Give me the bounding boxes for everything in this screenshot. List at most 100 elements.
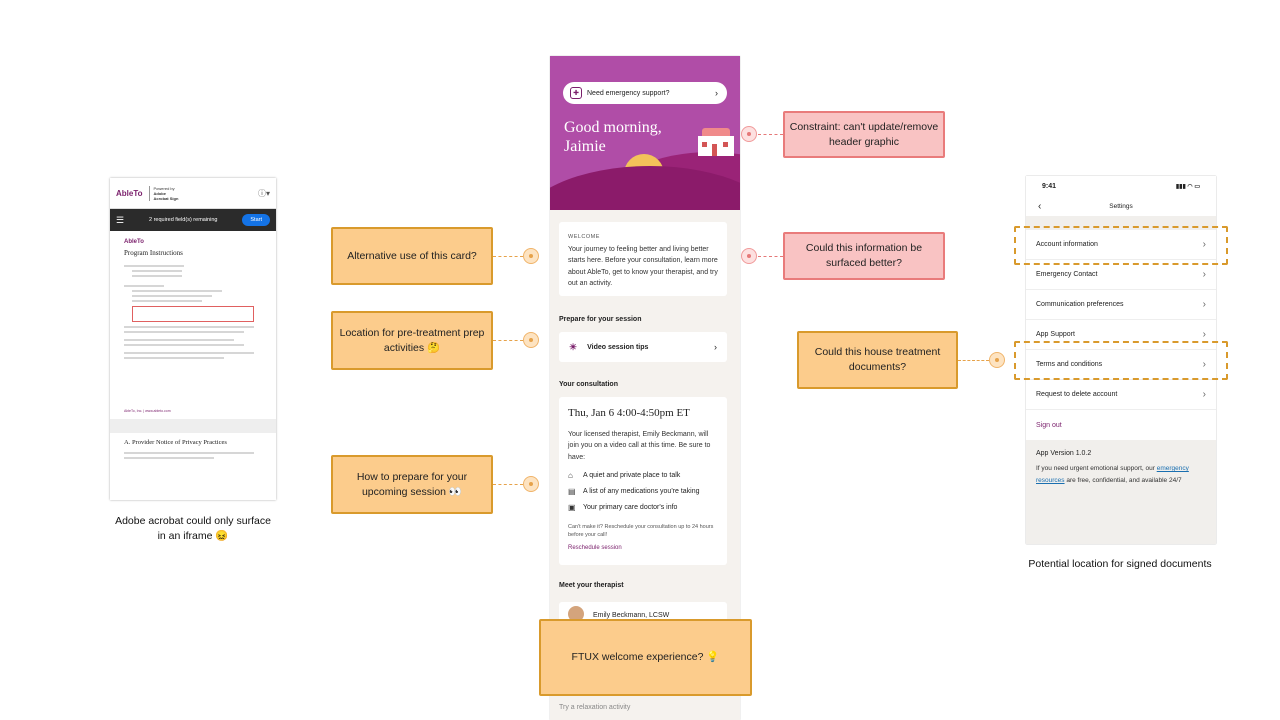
home-screen: ✚ Need emergency support? › Good morning… bbox=[550, 56, 740, 720]
marker-dot bbox=[523, 476, 539, 492]
welcome-kicker: WELCOME bbox=[568, 234, 600, 240]
marker-dot bbox=[523, 248, 539, 264]
emergency-label: Need emergency support? bbox=[587, 89, 670, 97]
doc-section-title: A. Provider Notice of Privacy Practices bbox=[124, 439, 227, 446]
start-button[interactable]: Start bbox=[242, 214, 270, 226]
doc-line bbox=[132, 270, 182, 272]
acrobat-header: AbleTo Powered by Adobe Acrobat Sign ⓘ▾ bbox=[110, 178, 276, 209]
doc-line bbox=[132, 295, 212, 297]
marker-dot bbox=[989, 352, 1005, 368]
consultation-card: Thu, Jan 6 4:00-4:50pm ET Your licensed … bbox=[559, 397, 727, 565]
reschedule-note: Can't make it? Reschedule your consultat… bbox=[568, 524, 714, 538]
doc-line bbox=[124, 357, 224, 359]
highlight-account-information bbox=[1014, 226, 1228, 265]
settings-nav: ‹ Settings bbox=[1026, 196, 1216, 216]
connector-line bbox=[493, 484, 523, 485]
house-window bbox=[723, 142, 728, 147]
marker-dot bbox=[741, 126, 757, 142]
settings-footer: App Version 1.0.2 If you need urgent emo… bbox=[1026, 440, 1216, 544]
doc-line bbox=[124, 331, 244, 333]
welcome-card: WELCOME Your journey to feeling better a… bbox=[559, 222, 727, 296]
note-surfaced-better: Could this information be surfaced bette… bbox=[783, 232, 945, 280]
doc-line bbox=[124, 285, 164, 287]
doc-footer: AbleTo, Inc. | www.ableto.com bbox=[124, 409, 171, 413]
ableto-logo: AbleTo bbox=[116, 188, 143, 198]
doc-line bbox=[132, 275, 182, 277]
prep-item: ▤ A list of any medications you're takin… bbox=[568, 487, 700, 496]
chevron-right-icon: › bbox=[1202, 239, 1206, 250]
consultation-desc: Your licensed therapist, Emily Beckmann,… bbox=[568, 431, 711, 461]
chevron-right-icon: › bbox=[715, 88, 718, 98]
settings-row-emergency-contact[interactable]: Emergency Contact › bbox=[1026, 260, 1216, 290]
connector-line bbox=[758, 134, 783, 135]
clipboard-icon: ▤ bbox=[568, 487, 576, 496]
chevron-right-icon: › bbox=[1202, 389, 1206, 400]
doc-logo: AbleTo bbox=[124, 239, 144, 245]
caption-right: Potential location for signed documents bbox=[1028, 558, 1212, 570]
sign-out-link[interactable]: Sign out bbox=[1036, 421, 1062, 429]
doc-line bbox=[124, 352, 254, 354]
highlight-terms-and-conditions bbox=[1014, 341, 1228, 380]
status-time: 9:41 bbox=[1042, 182, 1057, 190]
document-body: AbleTo Program Instructions AbleTo, Inc.… bbox=[110, 231, 276, 470]
connector-line bbox=[493, 340, 523, 341]
therapist-section-title: Meet your therapist bbox=[559, 582, 624, 589]
reschedule-link[interactable]: Reschedule session bbox=[568, 545, 622, 551]
welcome-text: Your journey to feeling better and livin… bbox=[568, 246, 718, 288]
chevron-right-icon: › bbox=[1202, 359, 1206, 370]
note-ftux: FTUX welcome experience? 💡 bbox=[539, 619, 752, 696]
connector-line bbox=[493, 256, 523, 257]
chevron-right-icon: › bbox=[1202, 299, 1206, 310]
doc-line bbox=[132, 290, 222, 292]
hamburger-icon[interactable]: ☰ bbox=[116, 214, 125, 225]
highlighted-field[interactable] bbox=[132, 306, 254, 322]
house-door bbox=[712, 144, 717, 156]
note-alt-use-card: Alternative use of this card? bbox=[331, 227, 493, 285]
video-session-tips-item[interactable]: ☀ Video session tips › bbox=[559, 332, 727, 362]
note-constraint: Constraint: can't update/remove header g… bbox=[783, 111, 945, 158]
doc-title: Program Instructions bbox=[124, 249, 183, 257]
acrobat-action-bar: ☰ 2 required field(s) remaining Start bbox=[110, 209, 276, 231]
lightbulb-icon: ☀ bbox=[569, 341, 578, 352]
connector-line bbox=[758, 256, 783, 257]
back-icon[interactable]: ‹ bbox=[1038, 200, 1042, 212]
required-fields-count: 2 required field(s) remaining bbox=[148, 216, 218, 223]
settings-screen: 9:41 ▮▮▮ ◠ ▭ ‹ Settings Account informat… bbox=[1026, 176, 1216, 544]
acrobat-document-preview: AbleTo Powered by Adobe Acrobat Sign ⓘ▾ … bbox=[110, 178, 276, 500]
settings-row-communication-preferences[interactable]: Communication preferences › bbox=[1026, 290, 1216, 320]
doc-line bbox=[124, 339, 234, 341]
settings-row-account-information[interactable]: Account information › bbox=[1026, 230, 1216, 260]
status-bar: 9:41 ▮▮▮ ◠ ▭ bbox=[1026, 176, 1216, 196]
doc-line bbox=[132, 300, 202, 302]
settings-row-app-support[interactable]: App Support › bbox=[1026, 320, 1216, 350]
marker-dot bbox=[741, 248, 757, 264]
emergency-icon: ✚ bbox=[570, 87, 582, 99]
help-circle-icon[interactable]: ⓘ▾ bbox=[257, 188, 270, 198]
house-roof bbox=[702, 128, 730, 138]
consultation-section-title: Your consultation bbox=[559, 381, 618, 388]
emergency-resources-link[interactable]: emergency resources bbox=[1036, 465, 1189, 484]
therapist-name: Emily Beckmann, LCSW bbox=[593, 612, 670, 619]
greeting: Good morning, Jaimie bbox=[564, 119, 662, 155]
doc-line bbox=[124, 452, 254, 454]
settings-row-delete-account[interactable]: Request to delete account › bbox=[1026, 380, 1216, 410]
marker-dot bbox=[523, 332, 539, 348]
caption-left: Adobe acrobat could only surface in an i… bbox=[115, 515, 271, 542]
chevron-right-icon: › bbox=[714, 342, 717, 352]
connector-line bbox=[958, 360, 989, 361]
id-card-icon: ▣ bbox=[568, 503, 576, 512]
chevron-right-icon: › bbox=[1202, 329, 1206, 340]
urgent-support-text: If you need urgent emotional support, ou… bbox=[1036, 465, 1189, 484]
page-separator bbox=[110, 419, 276, 433]
doc-line bbox=[124, 265, 184, 267]
relaxation-activity-title: Try a relaxation activity bbox=[559, 704, 631, 711]
hill-shape bbox=[550, 166, 740, 210]
signal-icon: ▮▮▮ ◠ ▭ bbox=[1175, 183, 1200, 190]
header-graphic: ✚ Need emergency support? › Good morning… bbox=[550, 56, 740, 210]
doc-line bbox=[124, 457, 214, 459]
home-icon: ⌂ bbox=[568, 471, 573, 480]
video-tips-label: Video session tips bbox=[587, 343, 649, 351]
emergency-support-button[interactable]: ✚ Need emergency support? › bbox=[563, 82, 727, 104]
prep-item: ▣ Your primary care doctor's info bbox=[568, 503, 678, 512]
chevron-right-icon: › bbox=[1202, 269, 1206, 280]
